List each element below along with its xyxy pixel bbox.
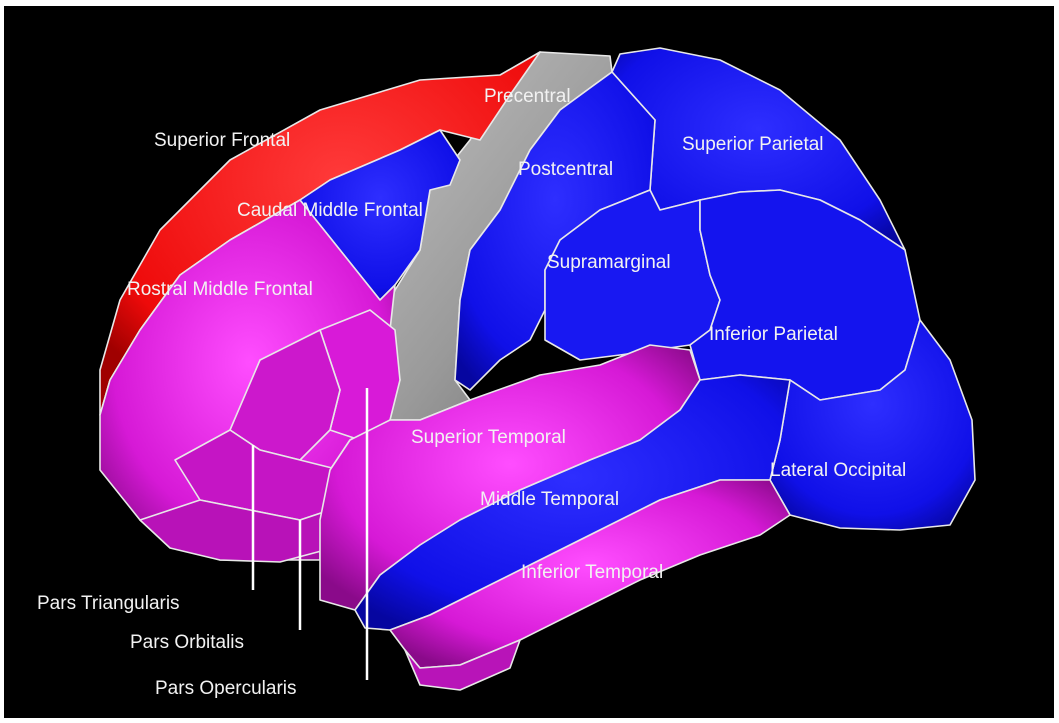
label-superior-frontal: Superior Frontal	[154, 130, 290, 151]
label-superior-parietal: Superior Parietal	[682, 134, 824, 155]
label-postcentral: Postcentral	[518, 159, 613, 180]
label-inferior-temporal: Inferior Temporal	[521, 562, 663, 583]
label-precentral: Precentral	[484, 86, 571, 107]
label-rostral-middle-frontal: Rostral Middle Frontal	[127, 279, 313, 300]
label-caudal-middle-frontal: Caudal Middle Frontal	[237, 200, 423, 221]
label-middle-temporal: Middle Temporal	[480, 489, 619, 510]
label-pars-opercularis: Pars Opercularis	[155, 678, 297, 699]
label-pars-orbitalis: Pars Orbitalis	[130, 632, 244, 653]
label-inferior-parietal: Inferior Parietal	[709, 324, 838, 345]
label-superior-temporal: Superior Temporal	[411, 427, 566, 448]
label-lateral-occipital: Lateral Occipital	[770, 460, 906, 481]
label-pars-triangularis: Pars Triangularis	[37, 593, 180, 614]
label-supramarginal: Supramarginal	[547, 252, 671, 273]
